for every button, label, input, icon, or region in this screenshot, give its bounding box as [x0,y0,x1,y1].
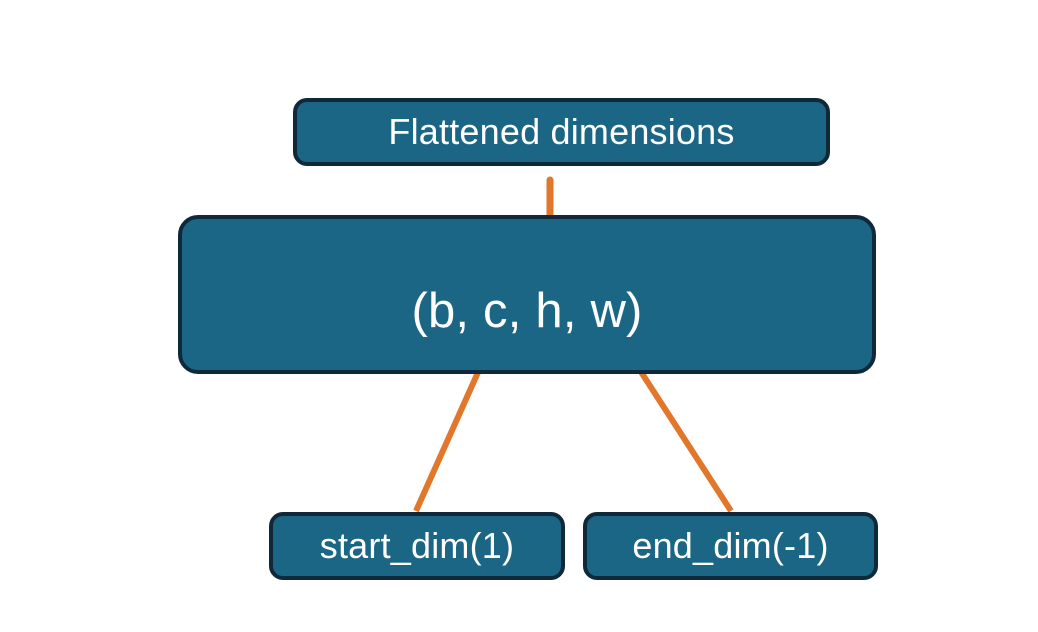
node-flattened-dimensions-label: Flattened dimensions [388,111,735,152]
node-start-dim-label: start_dim(1) [319,525,515,566]
node-end-dim[interactable]: end_dim(-1) [583,512,878,580]
node-end-dim-label: end_dim(-1) [632,525,829,566]
node-flattened-dimensions[interactable]: Flattened dimensions [293,98,830,166]
node-tensor-shape-label: (b, c, h, w) [411,283,643,338]
node-tensor-shape[interactable]: (b, c, h, w) [178,215,876,374]
node-start-dim[interactable]: start_dim(1) [269,512,565,580]
